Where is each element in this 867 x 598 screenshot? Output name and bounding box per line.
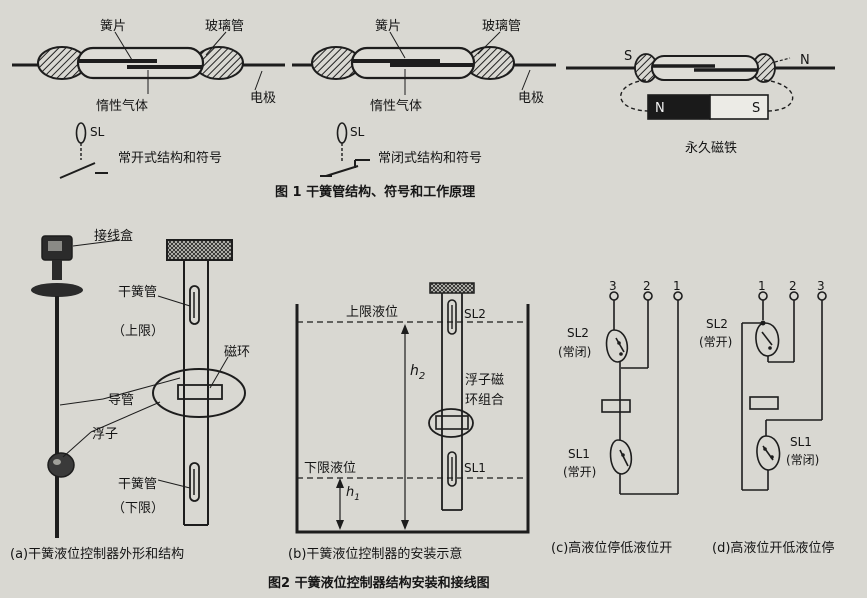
- magnet-s-top: S: [624, 49, 632, 64]
- terminal-c-2: 2: [643, 279, 651, 293]
- figure2-title: 图2 干簧液位控制器结构安装和接线图: [268, 575, 490, 591]
- label-electrode-closed: 电极: [518, 91, 544, 106]
- label-sl2-d-state: (常开): [699, 335, 732, 349]
- label-reed-upper: 干簧管: [118, 284, 157, 300]
- label-sl1-d-state: (常闭): [786, 453, 819, 467]
- symbol-closed-label: SL: [350, 125, 365, 139]
- label-magnet-ring: 磁环: [224, 345, 250, 360]
- symbol-open: [59, 122, 108, 179]
- symbol-open-label: SL: [90, 125, 105, 139]
- label-gas-open: 惰性气体: [96, 98, 148, 114]
- terminal-c-3: 3: [609, 279, 617, 293]
- caption-open: 常开式结构和符号: [118, 150, 222, 166]
- symbol-closed: [320, 122, 370, 177]
- caption-closed: 常闭式结构和符号: [378, 150, 482, 166]
- reed-switch-open: [12, 31, 285, 94]
- wiring-c: [601, 291, 683, 495]
- caption-magnet: 永久磁铁: [685, 141, 737, 156]
- label-sl1-b: SL1: [464, 461, 486, 475]
- label-lower-level: 下限液位: [304, 461, 356, 476]
- caption-c: (c)高液位停低液位开: [551, 540, 672, 556]
- label-float: 浮子: [92, 427, 118, 442]
- label-glass-closed: 玻璃管: [482, 19, 521, 34]
- caption-b: (b)干簧液位控制器的安装示意: [288, 546, 462, 562]
- tank-installation: [295, 282, 530, 534]
- label-sl2-d: SL2: [706, 317, 728, 331]
- figure1-title: 图 1 干簧管结构、符号和工作原理: [275, 184, 475, 200]
- label-sl2-c-state: (常闭): [558, 345, 591, 359]
- reed-switch-closed: [292, 31, 556, 95]
- label-sl1-d: SL1: [790, 435, 812, 449]
- label-float-combo-2: 环组合: [465, 393, 504, 408]
- terminal-c-1: 1: [673, 279, 681, 293]
- magnet-n-top: N: [800, 53, 810, 68]
- terminal-d-1: 1: [758, 279, 766, 293]
- magnet-s-block: S: [752, 101, 760, 116]
- caption-a: (a)干簧液位控制器外形和结构: [10, 546, 184, 562]
- label-reed-closed: 簧片: [375, 18, 401, 34]
- label-junction-box: 接线盒: [94, 228, 133, 244]
- controller-exterior: [31, 235, 83, 538]
- label-guide-tube: 导管: [108, 393, 134, 408]
- label-reed-upper-note: （上限）: [112, 324, 164, 339]
- label-reed-lower-note: （下限）: [112, 501, 164, 516]
- label-sl1-c-state: (常开): [563, 465, 596, 479]
- label-h2: h2: [410, 363, 425, 382]
- terminal-d-3: 3: [817, 279, 825, 293]
- label-sl2-c: SL2: [567, 326, 589, 340]
- magnet-n-block: N: [655, 101, 665, 116]
- label-gas-closed: 惰性气体: [370, 98, 422, 114]
- wiring-d: [741, 291, 827, 491]
- label-glass-open: 玻璃管: [205, 19, 244, 34]
- label-h1: h1: [346, 485, 360, 503]
- label-upper-level: 上限液位: [346, 305, 398, 320]
- label-sl2-b: SL2: [464, 307, 486, 321]
- magnet-principle: [566, 53, 835, 120]
- controller-cutaway: [59, 239, 246, 526]
- label-reed-lower: 干簧管: [118, 476, 157, 492]
- label-float-combo-1: 浮子磁: [465, 373, 504, 388]
- caption-d: (d)高液位开低液位停: [712, 540, 834, 556]
- label-reed-open: 簧片: [100, 18, 126, 34]
- label-electrode-open: 电极: [250, 91, 276, 106]
- terminal-d-2: 2: [789, 279, 797, 293]
- label-sl1-c: SL1: [568, 447, 590, 461]
